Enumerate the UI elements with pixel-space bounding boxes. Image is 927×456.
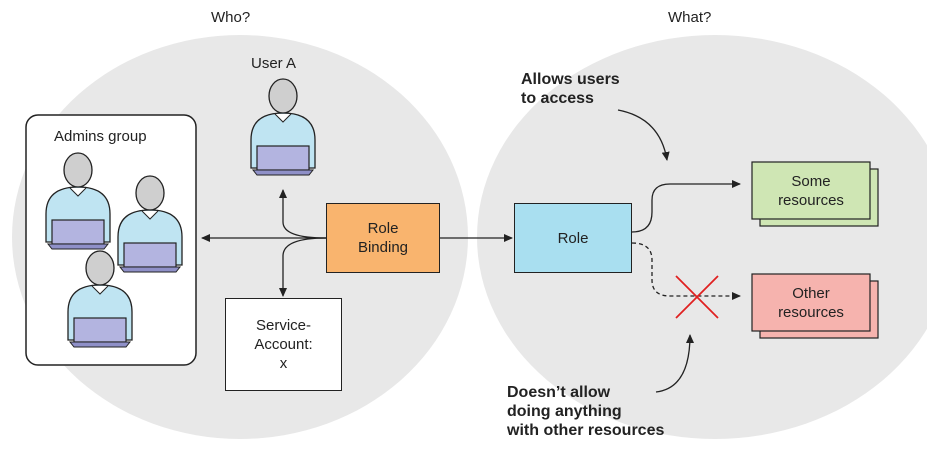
user-a-icon [250,78,316,176]
some-resources-stack[interactable] [751,161,879,227]
some-resources-label: Some resources [778,172,844,209]
admin-user-1-icon [45,152,111,250]
arrow-to-other-resources [631,242,741,300]
other-resources-stack[interactable] [751,273,879,339]
arrow-to-service-account [279,237,327,297]
role-box[interactable]: Role [514,203,632,273]
allows-note: Allows users to access [521,71,620,107]
admin-user-3-icon [67,250,133,348]
admins-group-label: Admins group [54,128,147,145]
doesnt-allow-note: Doesn’t allow doing anything with other … [507,384,665,439]
other-resources-label: Other resources [778,284,844,321]
deny-cross-line-2 [675,275,719,319]
who-header: Who? [211,9,251,26]
role-binding-box[interactable]: Role Binding [326,203,440,273]
doesnt-allow-callout-arrow [655,334,694,393]
what-header: What? [668,9,712,26]
user-a-label: User A [251,55,297,72]
service-account-box[interactable]: Service- Account: x [225,298,342,391]
arrow-to-some-resources [631,180,741,233]
admin-user-2-icon [117,175,183,273]
allows-callout-arrow [617,109,670,161]
